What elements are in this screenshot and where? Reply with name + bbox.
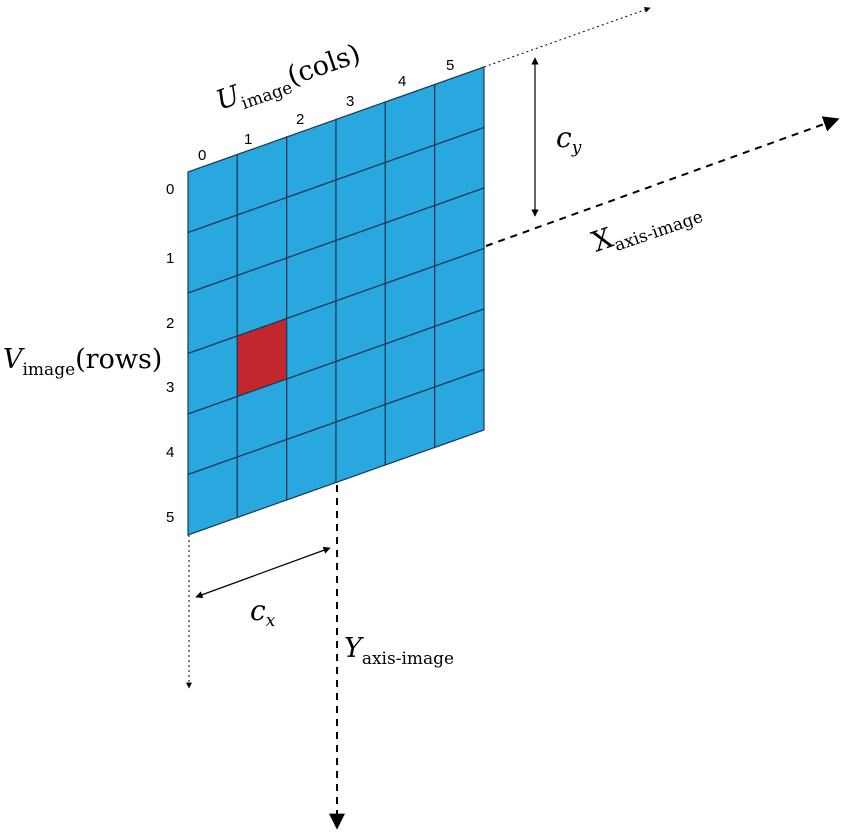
y-axis-sub: axis-image bbox=[362, 649, 454, 669]
y-axis-main: Y bbox=[344, 633, 364, 664]
v-axis-label: Vimage(rows) bbox=[3, 344, 162, 380]
col-tick-0: 0 bbox=[198, 147, 206, 164]
grid-cell bbox=[434, 368, 485, 449]
x-axis-image-dashed bbox=[485, 116, 840, 247]
v-axis-main: V bbox=[3, 344, 25, 375]
y-axis-label: Yaxis-image bbox=[344, 633, 454, 669]
cy-label: cy bbox=[556, 121, 582, 158]
cy-main: c bbox=[556, 121, 572, 154]
row-tick-2: 2 bbox=[166, 315, 174, 332]
image-pixel-grid bbox=[187, 66, 485, 536]
svg-text:Uimage(cols): Uimage(cols) bbox=[212, 38, 366, 121]
row-tick-0: 0 bbox=[166, 181, 174, 198]
col-tick-5: 5 bbox=[446, 57, 454, 74]
v-axis-sub: image bbox=[23, 360, 76, 380]
u-axis-sub: image bbox=[239, 78, 295, 114]
row-tick-5: 5 bbox=[166, 509, 174, 526]
u-axis-suffix: (cols) bbox=[283, 38, 364, 92]
cx-label: cx bbox=[250, 594, 276, 631]
row-tick-4: 4 bbox=[166, 444, 174, 461]
col-tick-3: 3 bbox=[346, 93, 354, 110]
row-tick-3: 3 bbox=[166, 379, 174, 396]
svg-text:Xaxis-image: Xaxis-image bbox=[588, 191, 706, 263]
cx-main: c bbox=[250, 594, 266, 627]
col-tick-2: 2 bbox=[296, 111, 304, 128]
top-edge-extension-dotted bbox=[483, 6, 651, 68]
col-tick-1: 1 bbox=[244, 131, 252, 148]
row-tick-1: 1 bbox=[166, 250, 174, 267]
col-tick-4: 4 bbox=[398, 73, 406, 90]
u-axis-label: Uimage(cols) bbox=[212, 38, 366, 121]
cx-dimension-arrow bbox=[195, 546, 331, 599]
cy-sub: y bbox=[571, 138, 582, 158]
cx-sub: x bbox=[266, 611, 276, 631]
v-axis-suffix: (rows) bbox=[75, 344, 162, 375]
x-axis-sub: axis-image bbox=[612, 207, 706, 256]
x-axis-label: Xaxis-image bbox=[588, 191, 706, 263]
